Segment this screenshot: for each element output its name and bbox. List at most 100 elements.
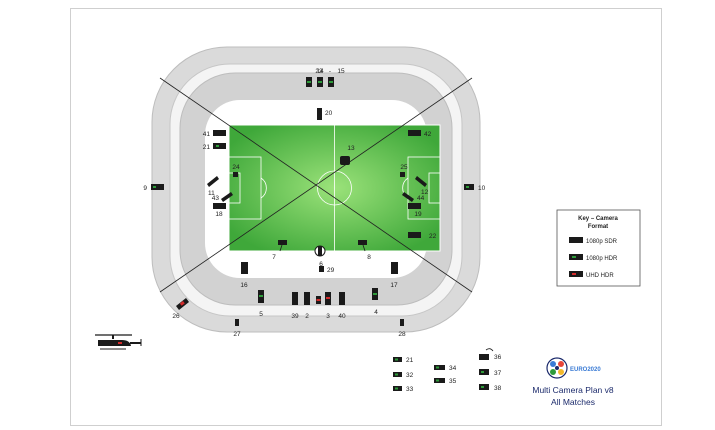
camera-icon: [400, 172, 405, 177]
camera-label: 38: [494, 385, 502, 392]
camera-icon: [304, 292, 310, 305]
camera-icon: [235, 319, 239, 326]
camera-hdr-marker: [436, 366, 439, 369]
camera-icon: [151, 184, 164, 190]
camera-icon: [317, 108, 322, 120]
camera-icon: [241, 262, 248, 274]
camera-label: 8: [367, 254, 371, 261]
camera-label: 41: [203, 131, 211, 138]
camera-hdr-marker: [395, 373, 398, 376]
centre-circle: [317, 170, 352, 206]
camera-label: 27: [233, 331, 241, 338]
camera-label: 14: [316, 68, 324, 75]
camera-icon: [434, 365, 445, 370]
camera-label: 22: [429, 233, 437, 240]
key-title: Format: [588, 224, 608, 230]
camera-hdr-marker: [395, 387, 398, 390]
camera-label: 39: [291, 313, 299, 320]
camera-hdr-marker: [307, 81, 311, 83]
key-item-label: 1080p HDR: [586, 256, 618, 262]
camera-label: 29: [327, 267, 335, 274]
key-title: Key – Camera: [578, 216, 618, 222]
camera-icon: [408, 203, 421, 209]
camera-icon: [391, 262, 398, 274]
camera-icon: [221, 192, 233, 202]
camera-label: 11: [208, 190, 215, 197]
camera-label: 13: [347, 145, 355, 152]
camera-label: 23: [315, 68, 323, 75]
camera-label: 15: [337, 68, 345, 75]
camera-label: 33: [406, 386, 414, 393]
camera-label: 24: [232, 164, 240, 171]
camera-icon: [213, 203, 226, 209]
key-item-label: UHD HDR: [586, 273, 614, 279]
camera-hdr-marker: [481, 371, 484, 373]
camera-label: 9: [143, 185, 147, 192]
camera-label: 16: [240, 282, 248, 289]
plan-subtitle: All Matches: [551, 397, 595, 407]
key-hdr-marker: [572, 256, 576, 258]
camera-label: 3: [326, 313, 330, 320]
camera-icon: [292, 292, 298, 305]
camera-label: 6: [319, 261, 323, 268]
right-goal-box: [428, 172, 441, 204]
camera-hdr-marker: [153, 186, 156, 188]
camera-icon: [479, 354, 489, 360]
camera-hdr-marker: [481, 386, 484, 388]
camera-label: 19: [414, 211, 422, 218]
camera-icon: [400, 319, 404, 326]
camera-label: -: [329, 68, 331, 75]
camera-hdr-marker: [216, 145, 219, 147]
camera-icon: [402, 192, 414, 202]
camera-hdr-marker: [395, 358, 398, 361]
camera-label: 17: [390, 282, 398, 289]
camera-label: 34: [449, 365, 457, 372]
spidercam-icon: [340, 156, 350, 165]
camera-hdr-marker: [466, 186, 469, 188]
camera-label: 21: [203, 144, 211, 151]
camera-label: 35: [449, 378, 457, 385]
camera-icon: [233, 172, 238, 177]
camera-label: 12: [421, 189, 429, 196]
camera-icon: [319, 266, 324, 272]
plan-title: Multi Camera Plan v8: [532, 385, 614, 395]
camera-label: 36: [494, 354, 502, 361]
camera-label: 10: [478, 185, 486, 192]
logo-wordmark: EURO2020: [570, 367, 601, 373]
camera-uhd-marker: [179, 300, 185, 306]
tripod-leg: [279, 244, 283, 252]
camera-icon: [213, 130, 226, 136]
camera-label: 37: [494, 370, 502, 377]
camera-icon: [318, 246, 322, 256]
left-penalty-arc: [260, 177, 267, 199]
camera-label: 28: [398, 331, 406, 338]
camera-label: 43: [212, 195, 220, 202]
camera-label: 18: [215, 211, 223, 218]
camera-label: 44: [417, 195, 425, 202]
euro2020-logo-icon: [546, 357, 568, 379]
camera-label: 4: [374, 309, 378, 316]
camera-icon: [408, 130, 421, 136]
wireless-icon: [485, 348, 494, 352]
camera-uhd-marker: [316, 299, 321, 301]
camera-label: 42: [424, 131, 432, 138]
camera-icon: [415, 176, 427, 187]
helicopter-icon: [95, 334, 142, 350]
camera-label: 21: [406, 357, 414, 364]
key-uhd-marker: [572, 273, 576, 275]
camera-label: 32: [406, 372, 414, 379]
camera-label: 2: [305, 313, 309, 320]
camera-icon: [339, 292, 345, 305]
camera-icon: [278, 240, 287, 245]
camera-uhd-marker: [326, 297, 330, 299]
camera-hdr-marker: [436, 379, 439, 382]
camera-label: 40: [338, 313, 346, 320]
camera-hdr-marker: [329, 81, 333, 83]
key-item-label: 1080p SDR: [586, 239, 618, 245]
camera-hdr-marker: [259, 295, 263, 297]
camera-hdr-marker: [318, 81, 322, 83]
camera-label: 5: [259, 311, 263, 318]
camera-label: 20: [325, 110, 333, 117]
